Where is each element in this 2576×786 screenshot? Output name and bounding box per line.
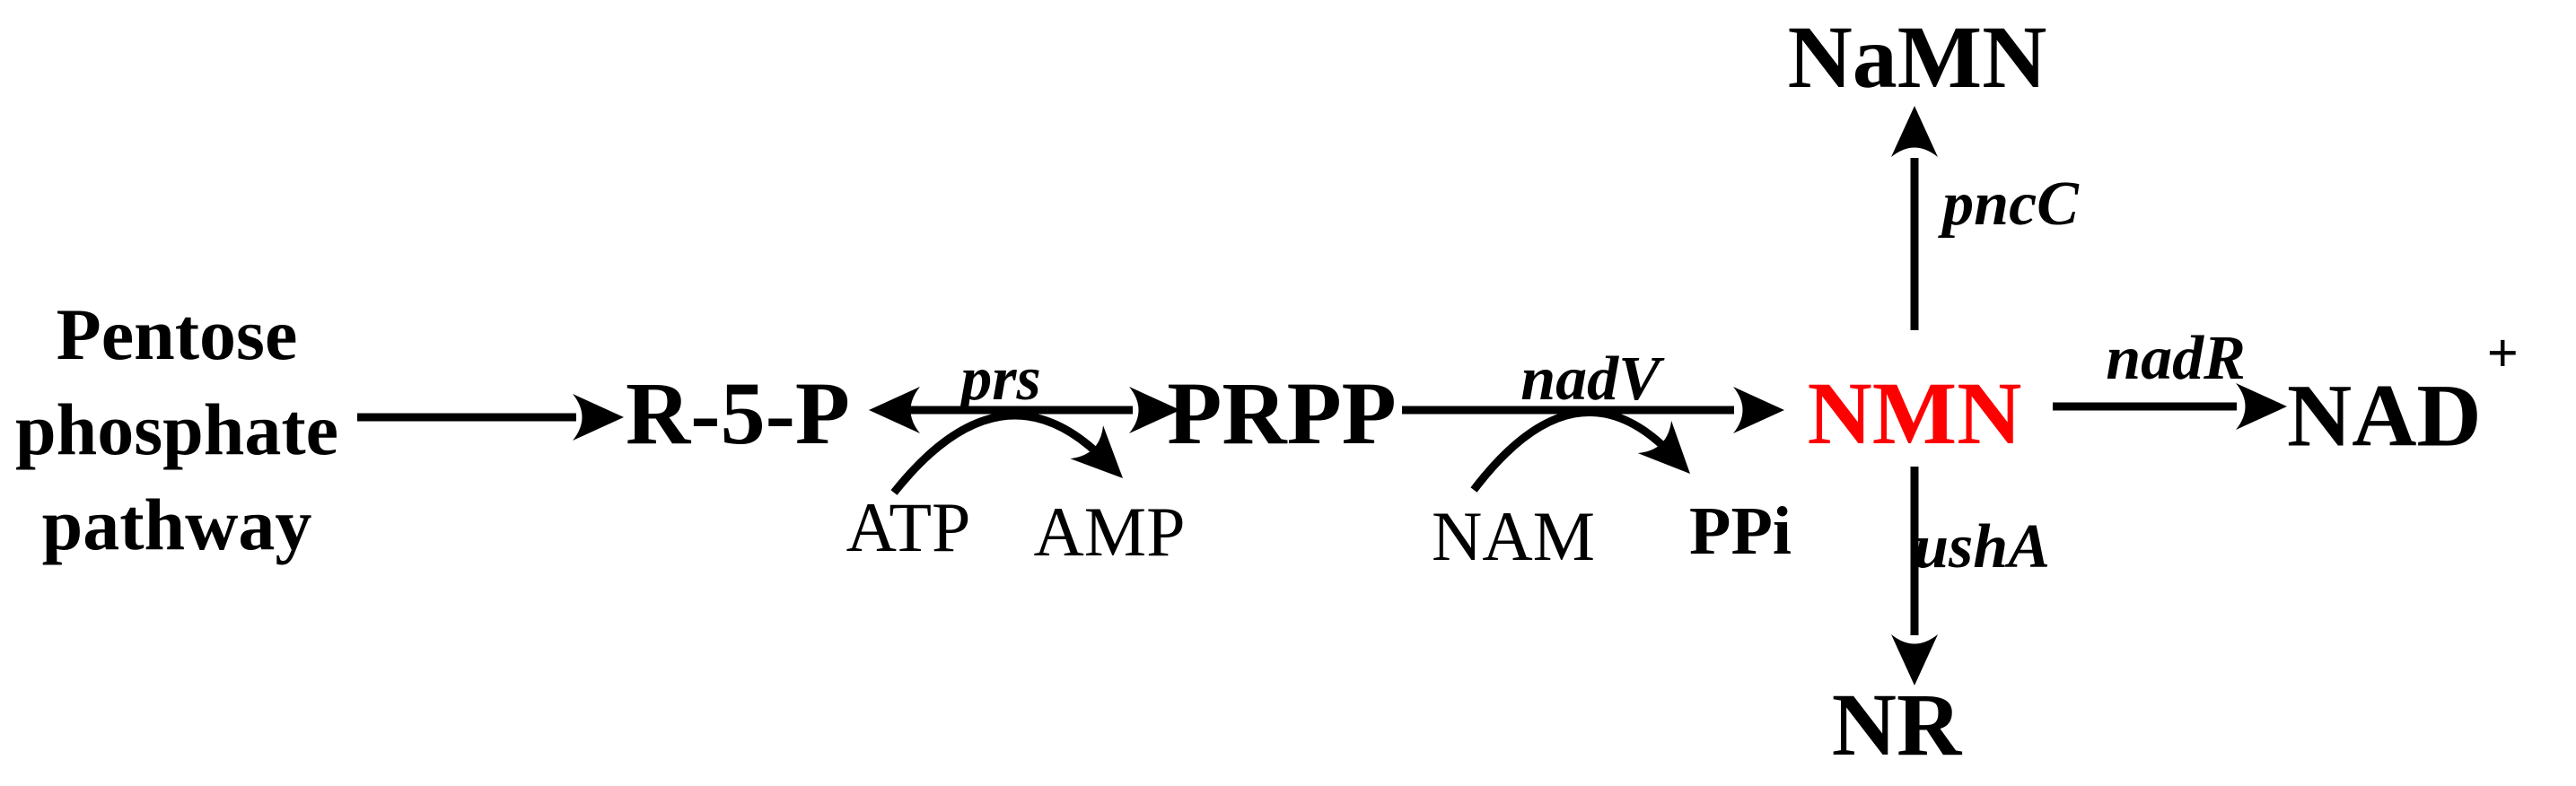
pentose-line-2: phosphate xyxy=(14,389,339,470)
arrowhead-nmn-to-nad xyxy=(2236,383,2287,430)
cofactor-ppi: PPi xyxy=(1689,493,1792,569)
arc-atp-to-amp xyxy=(890,411,1108,495)
cofactor-atp: ATP xyxy=(846,488,971,566)
enzyme-pncc: pncC xyxy=(1942,170,2079,239)
arrowhead-prpp-to-nmn xyxy=(1733,387,1784,433)
node-pentose-phosphate-pathway: Pentose phosphate pathway xyxy=(15,287,338,572)
arrowhead-atp-to-amp xyxy=(1070,425,1123,478)
enzyme-prs: prs xyxy=(960,345,1041,414)
nad-plus-superscript: + xyxy=(2486,323,2519,384)
arrowhead-nmn-to-nr xyxy=(1891,634,1938,686)
node-r5p: R-5-P xyxy=(626,363,850,463)
enzyme-usha: ushA xyxy=(1914,512,2050,581)
node-prpp: PRPP xyxy=(1167,363,1397,463)
arrowhead-nmn-to-namn xyxy=(1891,106,1938,157)
node-namn: NaMN xyxy=(1787,7,2047,107)
cofactor-nam: NAM xyxy=(1431,497,1596,575)
arrowhead-pentose-to-r5p xyxy=(573,394,624,441)
node-nr: NR xyxy=(1831,675,1962,774)
pentose-line-1: Pentose xyxy=(56,293,298,375)
arc-nam-to-ppi xyxy=(1470,408,1675,493)
node-nad: NAD+ xyxy=(2287,326,2519,460)
enzyme-nadv: nadV xyxy=(1520,345,1660,414)
arrowhead-toward-prpp xyxy=(1129,387,1180,433)
arrowhead-nam-to-ppi xyxy=(1637,420,1690,474)
nad-text: NAD xyxy=(2287,365,2482,466)
arrowhead-toward-r5p xyxy=(869,387,920,433)
pentose-line-3: pathway xyxy=(41,484,312,565)
node-nmn: NMN xyxy=(1807,363,2022,463)
enzyme-nadr: nadR xyxy=(2106,324,2246,393)
cofactor-amp: AMP xyxy=(1033,493,1186,571)
